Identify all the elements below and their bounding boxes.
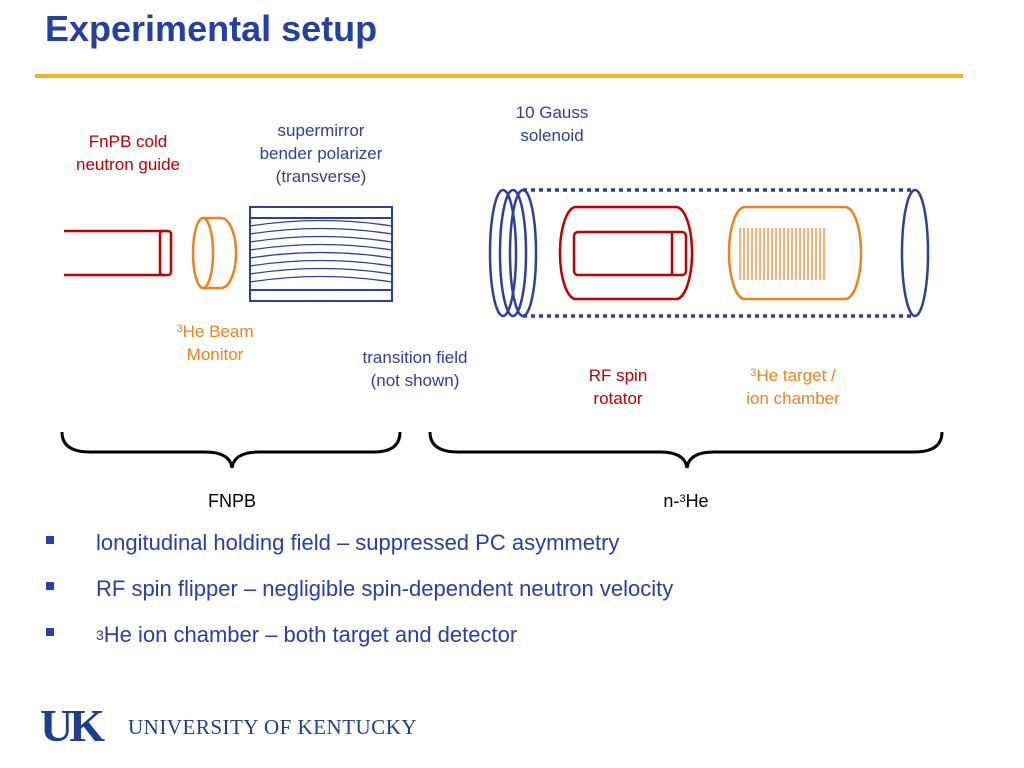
- title-underline: [35, 74, 963, 78]
- bender-polarizer: [249, 206, 393, 302]
- he3-target: [727, 205, 863, 301]
- nhe-label: n-3He: [663, 491, 709, 511]
- nhe-brace: [428, 431, 944, 469]
- solenoid: [488, 188, 930, 318]
- transition-field-label: transition field (not shown): [362, 348, 468, 390]
- solenoid-label: 10 Gauss solenoid: [515, 103, 589, 145]
- university-name: UNIVERSITY OF KENTUCKY: [128, 715, 418, 739]
- guide-label: FnPB cold neutron guide: [76, 132, 180, 174]
- fnpb-label: FNPB: [207, 491, 256, 511]
- bullet-square-icon: [46, 628, 54, 636]
- setup-diagram: [60, 188, 944, 469]
- bullet-square-icon: [46, 582, 54, 590]
- beam-monitor-label: 3He Beam Monitor: [176, 322, 254, 364]
- uk-logo-mark: UK: [40, 700, 105, 751]
- neutron-guide: [64, 229, 173, 277]
- polarizer-label: supermirror bender polarizer (transverse…: [259, 121, 383, 186]
- rf-rotator-label: RF spin rotator: [588, 366, 648, 408]
- fnpb-brace: [60, 431, 402, 469]
- rf-spin-rotator: [558, 205, 694, 301]
- target-label: 3He target / ion chamber: [746, 366, 840, 408]
- slide-title: Experimental setup: [45, 8, 378, 49]
- beam-monitor: [191, 216, 238, 290]
- bullet-square-icon: [46, 536, 54, 544]
